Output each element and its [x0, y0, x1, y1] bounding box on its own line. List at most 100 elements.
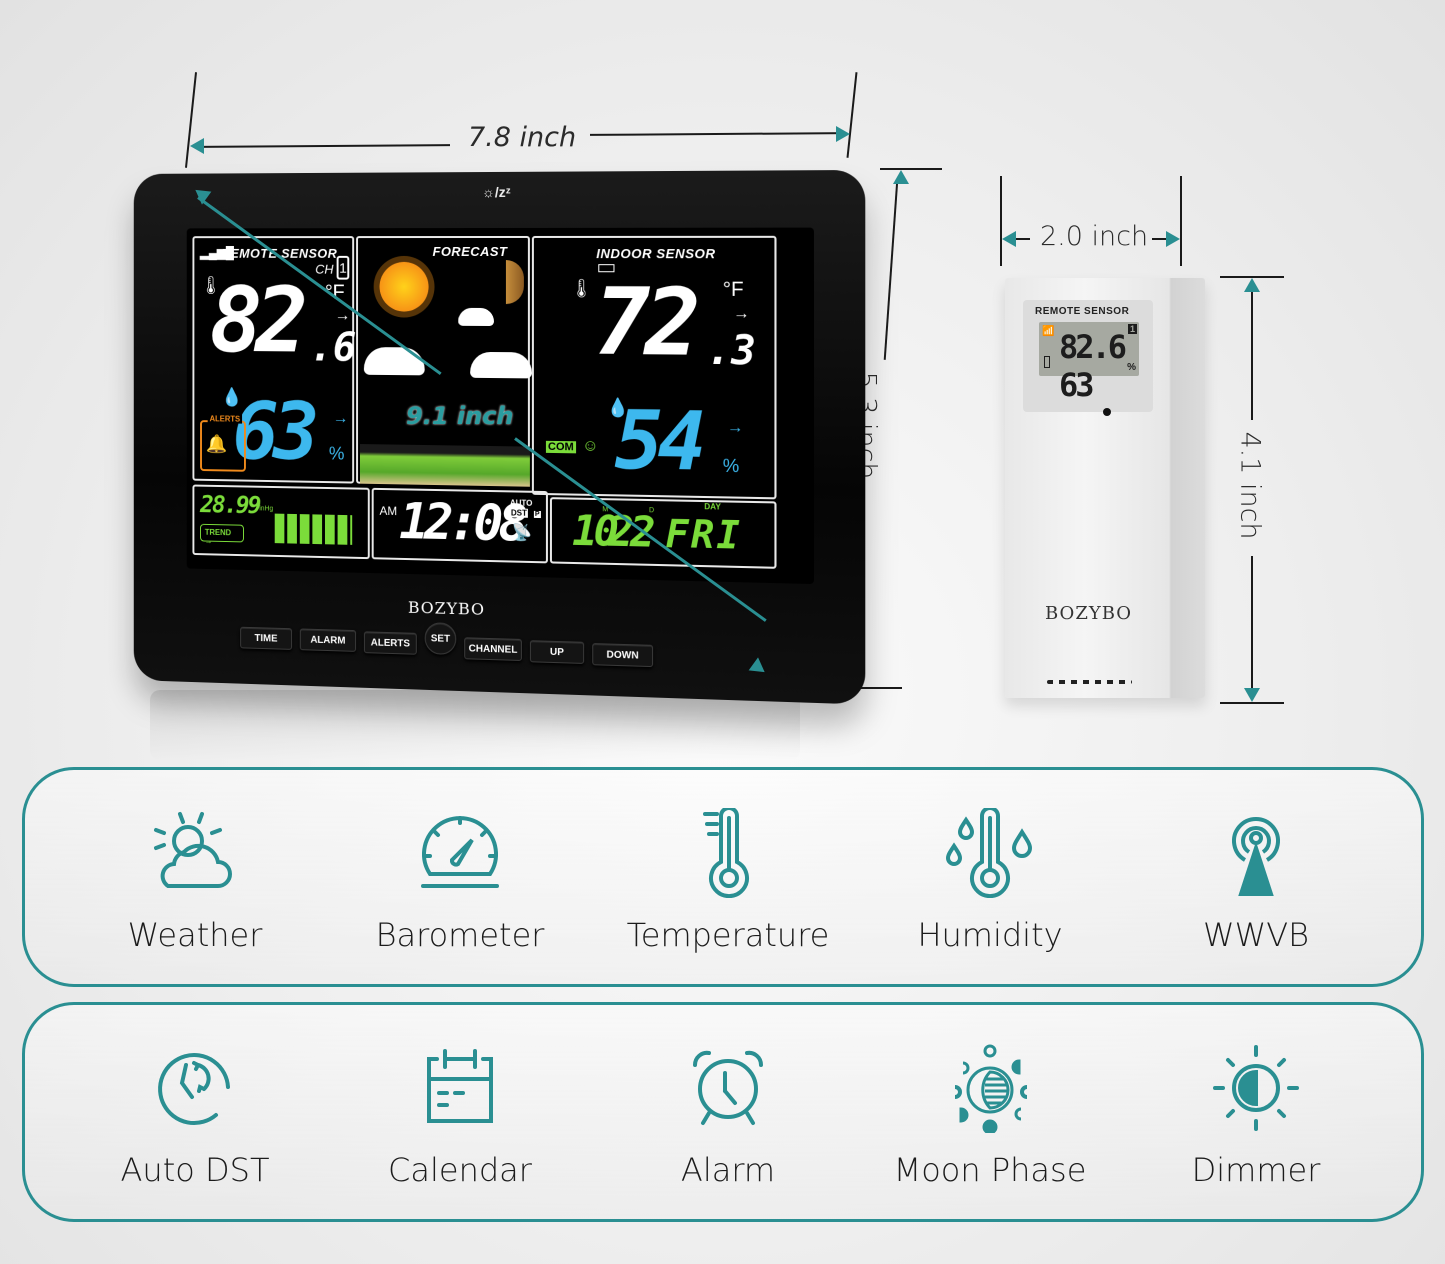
remote-sensor-unit: REMOTE SENSOR 📶 82.6 63 % 1 BOZYBO	[1005, 278, 1205, 698]
day-label: DAY	[704, 502, 721, 512]
humidity-icon	[945, 808, 1033, 898]
alerts-label: ALERTS	[207, 414, 243, 424]
indoor-temp-trend-arrow: →	[733, 305, 750, 323]
sun-cloud-icon	[154, 812, 232, 888]
feature-wwvb: WWVB	[1141, 808, 1371, 954]
comfort-smiley-icon: ☺	[582, 437, 599, 455]
alert-bell-icon: 🔔	[205, 433, 228, 454]
weather-station: ☼/zᶻ ▂▄▆█ REMOTE SENSOR CH 1 🌡 82 .6 °F …	[133, 169, 866, 705]
feature-label: Moon Phase	[893, 1151, 1087, 1189]
alarm-button[interactable]: ALARM	[299, 628, 357, 652]
sun-icon	[379, 261, 429, 312]
feature-label: WWVB	[1202, 916, 1310, 954]
thermometer-icon: 🌡	[570, 278, 594, 299]
sensor-battery-icon	[1044, 356, 1050, 368]
sensor-reading: 82.6 63	[1059, 328, 1127, 404]
pressure-unit: inHg	[259, 505, 274, 513]
dimmer-snooze-button[interactable]: ☼/zᶻ	[482, 183, 511, 201]
sensor-signal-icon: 📶	[1042, 326, 1055, 337]
forecast-title: FORECAST	[432, 243, 508, 260]
cloud-icon	[363, 347, 425, 376]
thermometer-icon	[703, 808, 749, 898]
feature-label: Alarm	[680, 1151, 776, 1189]
feature-temperature: Temperature	[613, 808, 843, 954]
station-brand-logo: BOZYBO	[407, 597, 486, 619]
feature-alarm: Alarm	[613, 1043, 843, 1189]
sensor-display-window: REMOTE SENSOR 📶 82.6 63 % 1	[1023, 300, 1153, 416]
indoor-temp-unit: °F	[722, 278, 744, 302]
dst-label: DST	[509, 508, 528, 518]
width-label: 7.8 inch	[468, 122, 577, 153]
auto-label: AUTO	[509, 498, 533, 508]
remote-temp-trend-arrow: →	[334, 307, 351, 325]
alarm-clock-icon	[692, 1050, 764, 1125]
forecast-panel: FORECAST	[356, 235, 532, 487]
remote-humidity-unit: %	[328, 443, 345, 464]
diagonal-label: 9.1 inch	[406, 402, 514, 430]
feature-label: Dimmer	[1191, 1151, 1321, 1189]
feature-barometer: Barometer	[345, 808, 575, 954]
ampm-indicator: AM	[379, 503, 398, 519]
indoor-humidity-unit: %	[722, 455, 740, 477]
feature-label: Auto DST	[120, 1151, 270, 1189]
channel-label: CH	[315, 261, 334, 277]
feature-label: Humidity	[917, 916, 1063, 954]
indoor-sensor-title: INDOOR SENSOR	[596, 246, 716, 262]
indoor-humidity: 54	[614, 393, 701, 489]
indoor-temperature: 72	[594, 268, 695, 378]
p-label: P	[533, 510, 541, 519]
day-num-label: D	[649, 507, 655, 515]
calendar-icon	[427, 1049, 493, 1123]
cloud-icon	[470, 351, 532, 379]
moon-icon	[505, 260, 524, 305]
up-button[interactable]: UP	[529, 640, 585, 664]
remote-temperature-decimal: .6	[309, 324, 357, 371]
sensor-led	[1103, 408, 1111, 416]
remote-humidity-trend-arrow: →	[332, 410, 349, 428]
features-card-2: Auto DST Calendar Alarm	[22, 1002, 1424, 1222]
channel-button[interactable]: CHANNEL	[464, 637, 522, 662]
date-panel: 10 M 22 D DAY FRI	[549, 497, 777, 569]
clock-time: 12:08	[399, 492, 524, 553]
feature-humidity: Humidity	[875, 808, 1105, 954]
feature-label: Calendar	[388, 1151, 532, 1189]
moon-phase-icon	[954, 1044, 1028, 1133]
alerts-button[interactable]: ALERTS	[363, 631, 417, 655]
dimmer-icon	[1213, 1045, 1299, 1131]
sensor-lcd: 📶 82.6 63 % 1	[1039, 322, 1139, 404]
channel-indicator: 1	[336, 255, 350, 280]
sensor-title: REMOTE SENSOR	[1035, 306, 1130, 317]
indoor-temperature-decimal: .3	[706, 327, 756, 375]
set-button[interactable]: SET	[424, 622, 457, 655]
feature-weather: Weather	[80, 808, 310, 954]
alerts-indicator: ALERTS 🔔	[200, 414, 246, 472]
remote-temperature: 82	[209, 267, 301, 374]
trend-arrow: →	[204, 536, 213, 546]
wwvb-signal-icon: 📡	[511, 524, 532, 542]
remote-sensor-panel: ▂▄▆█ REMOTE SENSOR CH 1 🌡 82 .6 °F → 💧 6…	[192, 236, 357, 484]
sensor-width-label: 2.0 inch	[1040, 221, 1149, 252]
comfort-label: COM	[545, 440, 576, 454]
sensor-channel: 1	[1127, 324, 1137, 334]
feature-label: Temperature	[626, 916, 830, 954]
indoor-sensor-panel: INDOOR SENSOR 🌡 72 .3 °F → 💧 54 % → COM …	[531, 235, 777, 500]
trend-indicator: TREND →	[200, 523, 244, 546]
sensor-height-label: 4.1 inch	[1234, 431, 1266, 540]
barometer-panel: 28.99 inHg TREND →	[192, 484, 370, 560]
time-button[interactable]: TIME	[240, 626, 293, 650]
landscape-image	[359, 444, 530, 487]
down-button[interactable]: DOWN	[592, 643, 654, 668]
feature-dimmer: Dimmer	[1141, 1043, 1371, 1189]
cloud-icon	[458, 307, 494, 327]
pressure-history-bars	[274, 513, 353, 545]
feature-label: Weather	[127, 916, 263, 954]
pressure-value: 28.99	[200, 490, 260, 520]
indoor-humidity-trend-arrow: →	[726, 419, 744, 437]
sensor-brand-logo: BOZYBO	[1045, 603, 1133, 624]
feature-label: Barometer	[375, 916, 545, 954]
sensor-humidity-unit: %	[1127, 362, 1136, 373]
sensor-vent	[1047, 680, 1132, 684]
clock-panel: AM 12:08 AUTO DST P 📡	[371, 487, 548, 564]
features-card-1: Weather Barometer Temperature Humid	[22, 767, 1424, 987]
clock-sync-icon	[158, 1053, 230, 1126]
